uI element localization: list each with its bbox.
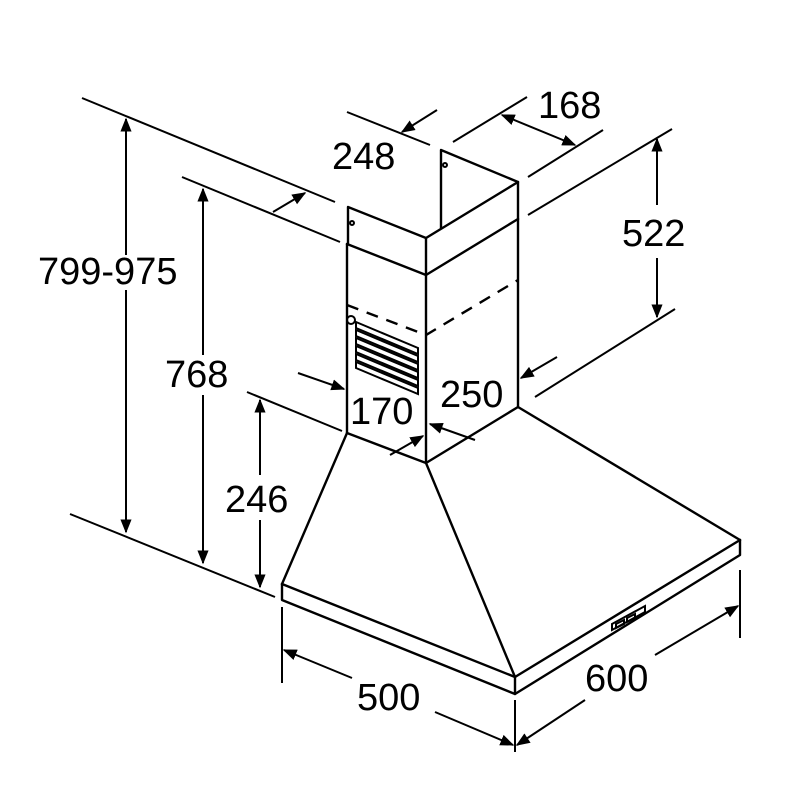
screw-hole-icon xyxy=(346,315,356,325)
screw-icon xyxy=(349,220,355,226)
dim-label-lower-width: 170 xyxy=(350,391,413,433)
dim-label-upper-width: 168 xyxy=(538,85,601,127)
dim-label-hood-width: 600 xyxy=(585,658,648,700)
vent-grille xyxy=(355,320,419,396)
dimension-arrows xyxy=(120,109,740,746)
dim-label-upper-depth: 248 xyxy=(332,136,395,178)
lower-chimney xyxy=(345,217,520,465)
dim-label-upper-height: 522 xyxy=(622,213,685,255)
dim-label-768: 768 xyxy=(165,354,228,396)
hood-canopy xyxy=(280,405,742,696)
control-panel xyxy=(611,604,646,632)
dim-label-lower-depth: 250 xyxy=(440,374,503,416)
screw-icon xyxy=(442,162,448,168)
upper-chimney xyxy=(346,148,520,277)
dim-label-hood-depth: 500 xyxy=(357,677,420,719)
dim-label-total-height: 799-975 xyxy=(38,251,177,293)
dim-label-hood-height: 246 xyxy=(225,479,288,521)
